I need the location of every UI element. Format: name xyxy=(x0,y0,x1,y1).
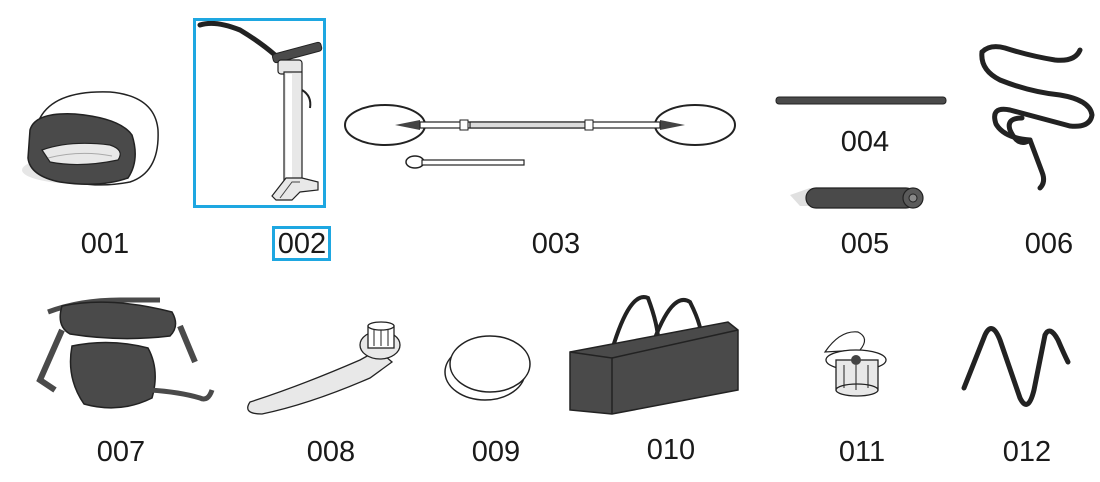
patches-illustration xyxy=(444,335,531,401)
hand-pump-illustration xyxy=(197,20,323,201)
valve-illustration xyxy=(823,331,887,397)
folded-board-illustration xyxy=(22,91,159,186)
selected-label-frame xyxy=(272,226,331,261)
carry-bag-illustration xyxy=(569,295,739,415)
part-label-010[interactable]: 010 xyxy=(646,434,696,466)
bungee-cord-illustration xyxy=(961,326,1071,407)
leash-cord-illustration xyxy=(979,44,1095,191)
paddle-illustration xyxy=(344,104,736,169)
part-label-009[interactable]: 009 xyxy=(471,436,521,468)
part-label-008[interactable]: 008 xyxy=(306,436,356,468)
part-label-006[interactable]: 006 xyxy=(1024,228,1074,260)
repair-roll-illustration xyxy=(790,187,924,209)
part-label-001[interactable]: 001 xyxy=(80,228,130,260)
part-label-004[interactable]: 004 xyxy=(840,126,890,158)
part-label-002[interactable]: 002 xyxy=(277,228,327,260)
part-label-012[interactable]: 012 xyxy=(1002,436,1052,468)
part-label-005[interactable]: 005 xyxy=(840,228,890,260)
part-label-007[interactable]: 007 xyxy=(96,436,146,468)
part-label-003[interactable]: 003 xyxy=(531,228,581,260)
selected-part-frame xyxy=(193,18,326,208)
rod-illustration xyxy=(775,96,947,105)
seat-illustration xyxy=(36,297,215,409)
valve-wrench-illustration xyxy=(247,321,401,415)
part-label-011[interactable]: 011 xyxy=(838,436,886,468)
